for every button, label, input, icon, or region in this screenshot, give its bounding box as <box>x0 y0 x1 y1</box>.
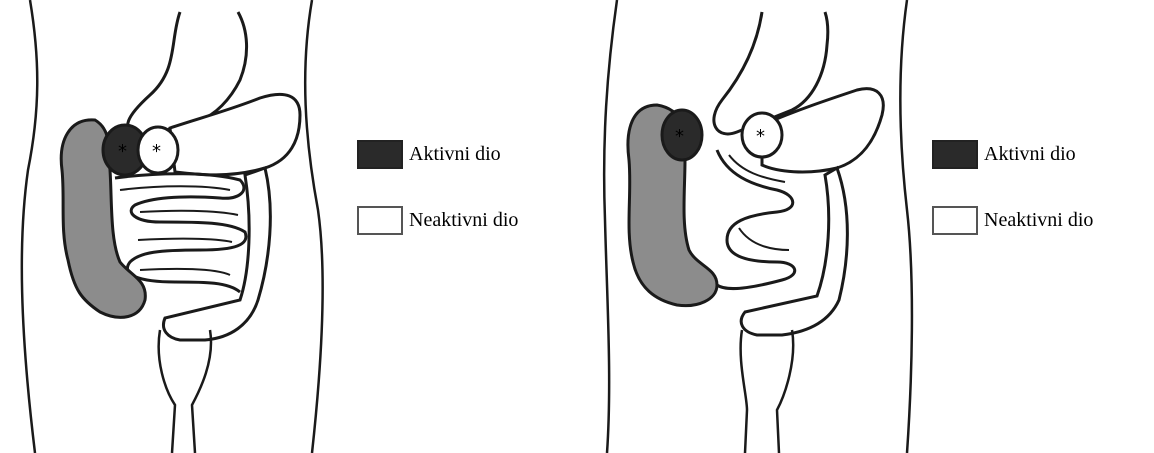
small-intestine-inner <box>120 186 238 275</box>
swatch-inactive <box>357 206 403 235</box>
torso-right-edge <box>900 0 912 453</box>
legend-label-inactive: Neaktivni dio <box>984 209 1093 232</box>
legend-item-inactive: Neaktivni dio <box>932 206 1093 235</box>
rectum <box>741 330 794 453</box>
legend-left: Aktivni dio Neaktivni dio <box>357 140 577 250</box>
stoma-mark-inactive: * <box>152 141 161 162</box>
legend-label-inactive: Neaktivni dio <box>409 209 518 232</box>
descending-colon <box>741 168 847 335</box>
swatch-active <box>932 140 978 169</box>
rectum <box>159 330 211 453</box>
torso-right-edge <box>305 0 322 453</box>
torso-left-edge <box>604 0 617 453</box>
diagram-panel-right: * * Aktivni dio Neaktivni dio <box>577 0 1154 453</box>
diagram-panel-left: * * Aktivni dio Neaktivni dio <box>0 0 577 453</box>
stoma-mark-active: * <box>118 141 127 162</box>
torso-left-edge <box>22 0 37 453</box>
legend-label-active: Aktivni dio <box>409 143 501 166</box>
descending-colon <box>163 168 270 340</box>
legend-right: Aktivni dio Neaktivni dio <box>932 140 1152 250</box>
stoma-mark-active: * <box>675 126 684 147</box>
stoma-mark-inactive: * <box>756 126 765 147</box>
legend-item-active: Aktivni dio <box>932 140 1076 169</box>
legend-item-inactive: Neaktivni dio <box>357 206 518 235</box>
legend-label-active: Aktivni dio <box>984 143 1076 166</box>
swatch-active <box>357 140 403 169</box>
swatch-inactive <box>932 206 978 235</box>
legend-item-active: Aktivni dio <box>357 140 501 169</box>
